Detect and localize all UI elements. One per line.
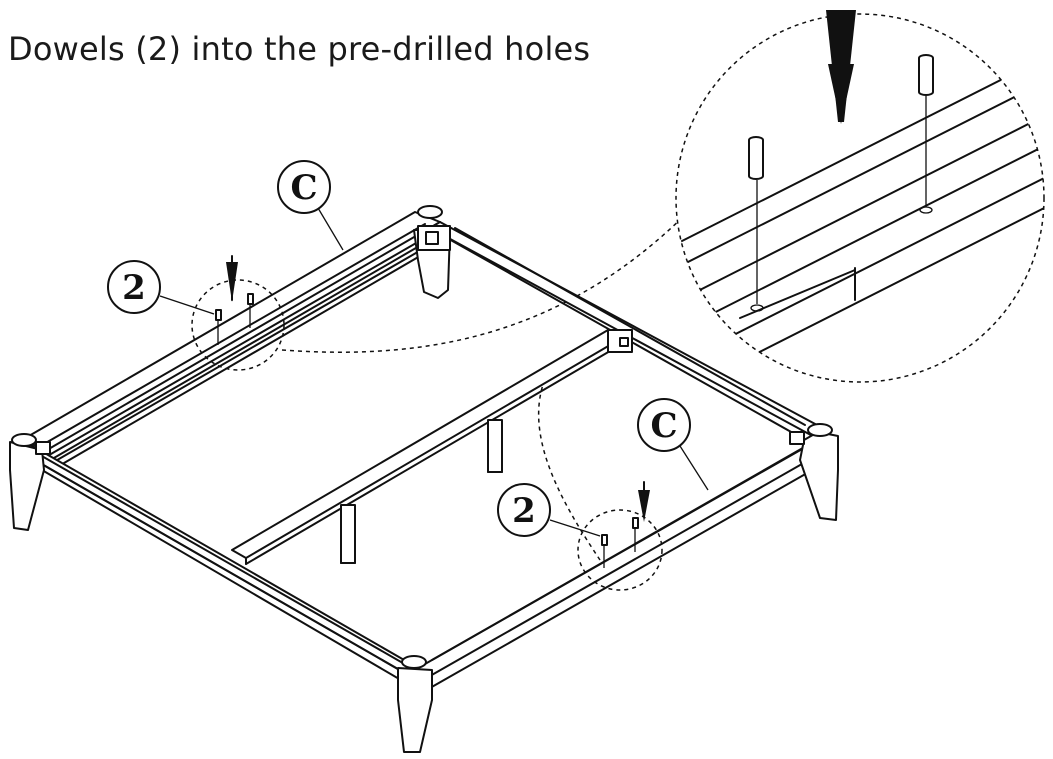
dowel-area-back	[191, 255, 285, 371]
leg-head-front	[789, 423, 839, 521]
callout-qty-front: 2	[497, 483, 601, 537]
zoom-connector-lines	[281, 209, 691, 561]
center-legs	[340, 419, 503, 564]
callout-qty-back: 2	[107, 260, 215, 315]
leg-foot-front	[397, 655, 433, 753]
callout-qty-back-label: 2	[122, 268, 146, 308]
leg-head-back	[413, 205, 451, 299]
front-side-rail	[417, 439, 831, 689]
callout-part-c-back: C	[277, 160, 344, 251]
dowel-area-front	[577, 481, 663, 591]
callout-qty-front-label: 2	[512, 491, 536, 531]
detail-zoom	[675, 10, 1045, 383]
instruction-title: Dowels (2) into the pre-drilled holes	[8, 30, 591, 68]
center-rail	[231, 329, 633, 565]
callout-part-c-front: C	[637, 398, 709, 491]
callout-part-c-front-label: C	[650, 406, 677, 446]
back-side-rail	[21, 211, 441, 471]
callout-part-c-back-label: C	[290, 168, 317, 208]
leg-foot-back	[9, 433, 51, 531]
